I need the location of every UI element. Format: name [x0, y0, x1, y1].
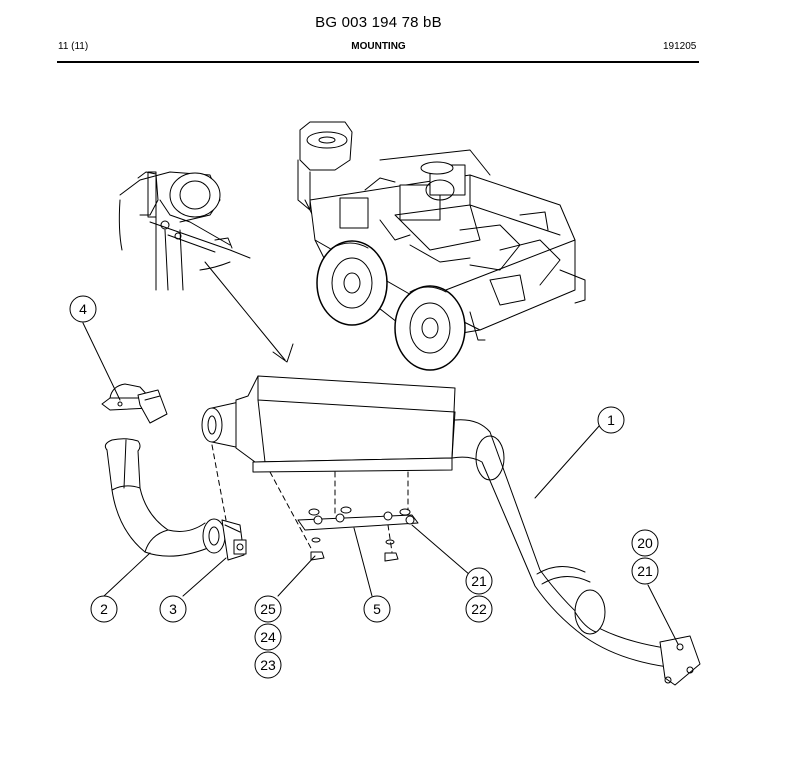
header-rule — [57, 61, 699, 63]
svg-text:24: 24 — [260, 629, 276, 645]
svg-text:3: 3 — [169, 601, 177, 617]
assembly-centerlines — [211, 444, 409, 553]
callout-3: 3 — [159, 595, 187, 623]
exhaust-bracket — [101, 383, 168, 424]
machine-overview — [297, 121, 586, 371]
svg-text:20: 20 — [637, 535, 653, 551]
svg-text:23: 23 — [260, 657, 276, 673]
callout-25: 25 — [254, 595, 282, 623]
callout-5: 5 — [363, 595, 391, 623]
page-number: 11 (11) — [58, 41, 89, 52]
svg-text:2: 2 — [100, 601, 108, 617]
callout-24: 24 — [254, 623, 282, 651]
leader-lines — [82, 322, 679, 645]
document-date: 191205 — [663, 41, 697, 52]
callout-4: 4 — [69, 295, 97, 323]
document-code: BG 003 194 78 bB — [315, 14, 442, 31]
curved-pipe — [104, 438, 226, 557]
callout-22: 22 — [465, 595, 493, 623]
svg-text:21: 21 — [471, 573, 487, 589]
callout-21-right: 21 — [631, 557, 659, 585]
callout-1: 1 — [597, 406, 625, 434]
muffler — [201, 375, 701, 686]
callout-20: 20 — [631, 529, 659, 557]
pipe-clamp — [221, 519, 247, 561]
svg-text:22: 22 — [471, 601, 487, 617]
mounting-plate — [297, 506, 419, 562]
detail-view — [118, 171, 294, 363]
svg-text:25: 25 — [260, 601, 276, 617]
callout-2: 2 — [90, 595, 118, 623]
callout-23: 23 — [254, 651, 282, 679]
svg-text:5: 5 — [373, 601, 381, 617]
callout-21-center: 21 — [465, 567, 493, 595]
svg-text:4: 4 — [79, 301, 87, 317]
section-title: MOUNTING — [351, 41, 406, 52]
svg-text:21: 21 — [637, 563, 653, 579]
svg-text:1: 1 — [607, 412, 615, 428]
callouts: 4 1 20 21 21 22 2 3 25 5 24 23 — [69, 295, 659, 679]
